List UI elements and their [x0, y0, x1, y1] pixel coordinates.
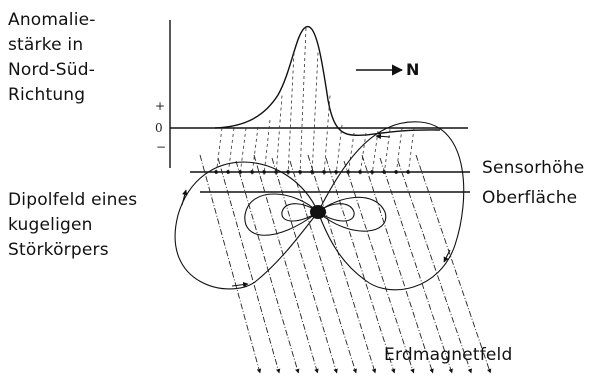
projection-line	[252, 127, 258, 175]
anomaly-label: Anomalie- stärke in Nord-Süd- Richtung	[8, 8, 96, 108]
field-loop-right-outer	[318, 122, 464, 290]
projection-line	[228, 128, 234, 175]
earth-field-line	[218, 158, 279, 373]
field-arrow-1	[376, 136, 390, 137]
dipole-label: Dipolfeld eines kugeligen Störkörpers	[8, 188, 137, 263]
dipole-label-line: kugeligen	[8, 213, 137, 238]
projection-line	[276, 96, 282, 175]
axis-zero-sign: 0	[155, 121, 163, 135]
projection-line	[396, 128, 402, 175]
sensor-height-label: Sensorhöhe	[482, 156, 584, 181]
projection-line	[336, 125, 342, 175]
projection-line	[240, 128, 246, 175]
anomaly-curve	[215, 27, 440, 136]
earth-field-lines	[200, 155, 490, 373]
field-loop-right-inner	[318, 197, 386, 231]
surface-label: Oberfläche	[482, 186, 577, 211]
dipole-sphere	[310, 205, 326, 219]
earth-field-label: Erdmagnetfeld	[384, 343, 512, 368]
earth-field-line	[344, 161, 414, 373]
field-arrow-2	[232, 284, 248, 286]
anomaly-label-line: Anomalie-	[8, 8, 96, 33]
earth-field-line	[416, 155, 490, 373]
earth-field-line	[362, 155, 433, 373]
projection-line	[288, 53, 294, 175]
projection-line	[372, 131, 378, 175]
earth-field-line	[200, 155, 260, 373]
projection-line	[408, 128, 414, 175]
north-label: N	[406, 60, 419, 79]
dipole-label-line: Dipolfeld eines	[8, 188, 137, 213]
anomaly-label-line: stärke in	[8, 33, 96, 58]
earth-field-line	[380, 158, 452, 373]
earth-field-line	[254, 155, 318, 373]
earth-field-line	[326, 158, 394, 373]
projection-lines	[214, 28, 414, 175]
anomaly-label-line: Nord-Süd-	[8, 58, 96, 83]
projection-line	[300, 28, 306, 175]
axis-plus-sign: +	[155, 99, 165, 113]
earth-field-line	[308, 155, 375, 373]
projection-line	[360, 133, 366, 175]
field-arrow-3	[444, 250, 450, 262]
anomaly-label-line: Richtung	[8, 83, 96, 108]
projection-line	[312, 53, 318, 175]
earth-field-line	[236, 161, 298, 373]
dipole-label-line: Störkörpers	[8, 238, 137, 263]
earth-field-line	[290, 161, 356, 373]
projection-line	[348, 133, 354, 175]
axis-minus-sign: −	[156, 140, 166, 154]
earth-field-line	[398, 161, 471, 373]
